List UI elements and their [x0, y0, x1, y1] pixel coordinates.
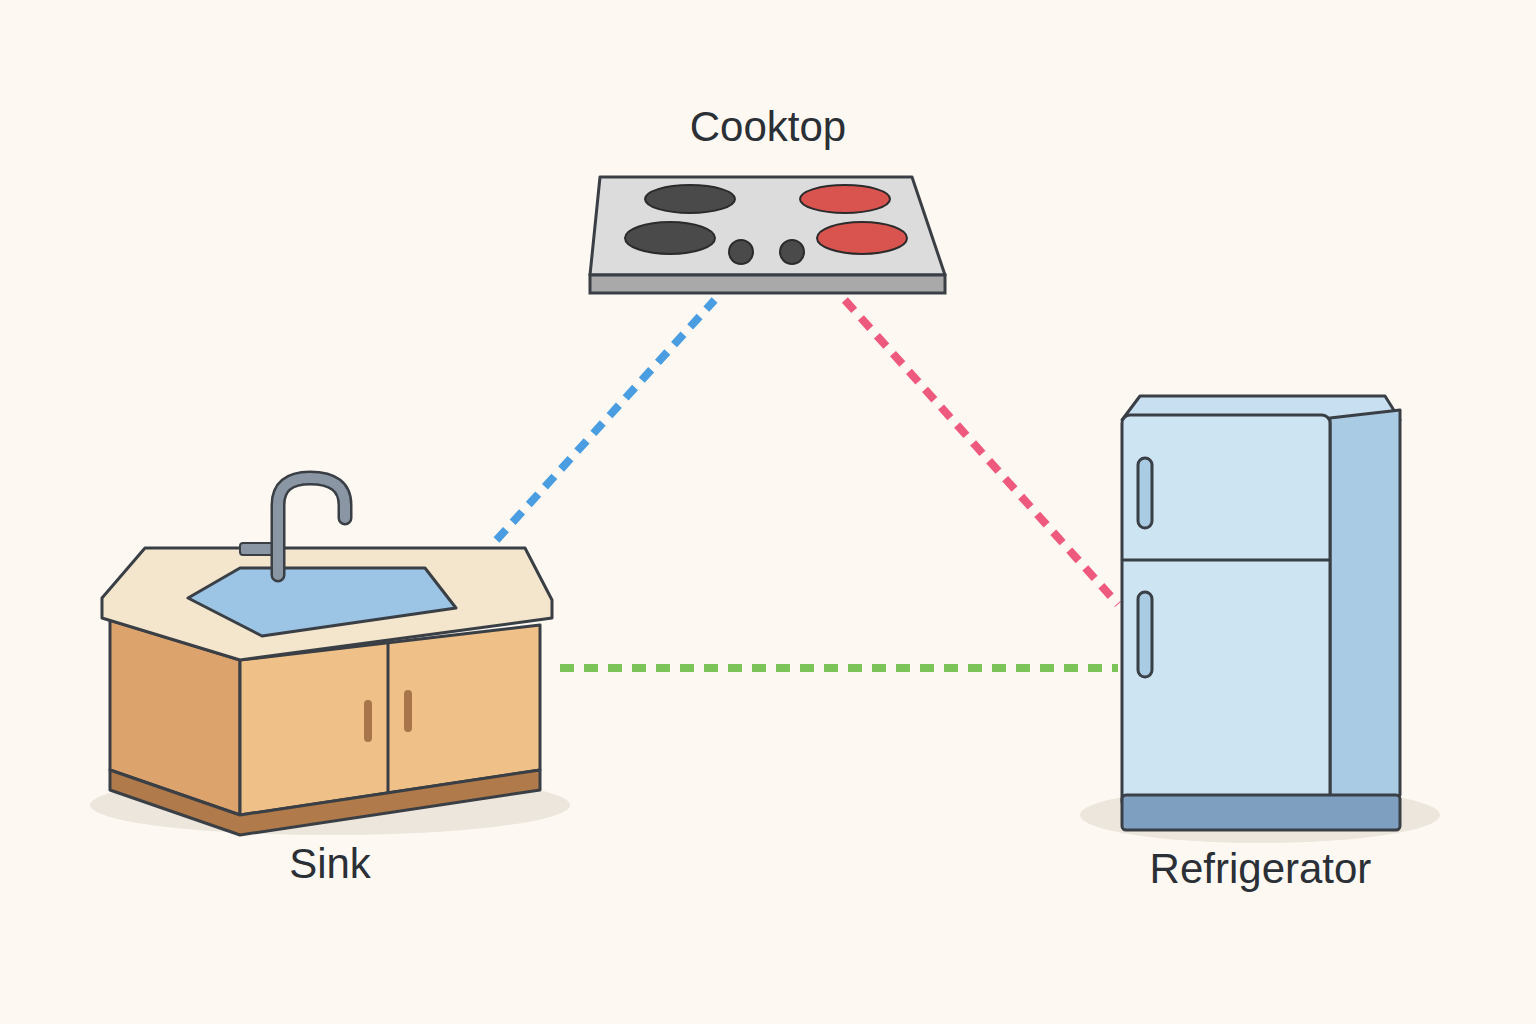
appliance-label: Sink [60, 840, 600, 888]
refrigerator-node: Refrigerator [1118, 393, 1403, 893]
sink-node: Sink [100, 540, 560, 890]
appliance-illustration [100, 540, 560, 890]
work-triangle-line [497, 300, 715, 540]
appliance-label: Refrigerator [1078, 845, 1443, 893]
work-triangle-line [560, 664, 1118, 672]
appliance-illustration [1118, 393, 1403, 893]
work-triangle-line [845, 300, 1118, 604]
appliance-label: Cooktop [548, 103, 988, 151]
cooktop-node: Cooktop [588, 95, 948, 300]
